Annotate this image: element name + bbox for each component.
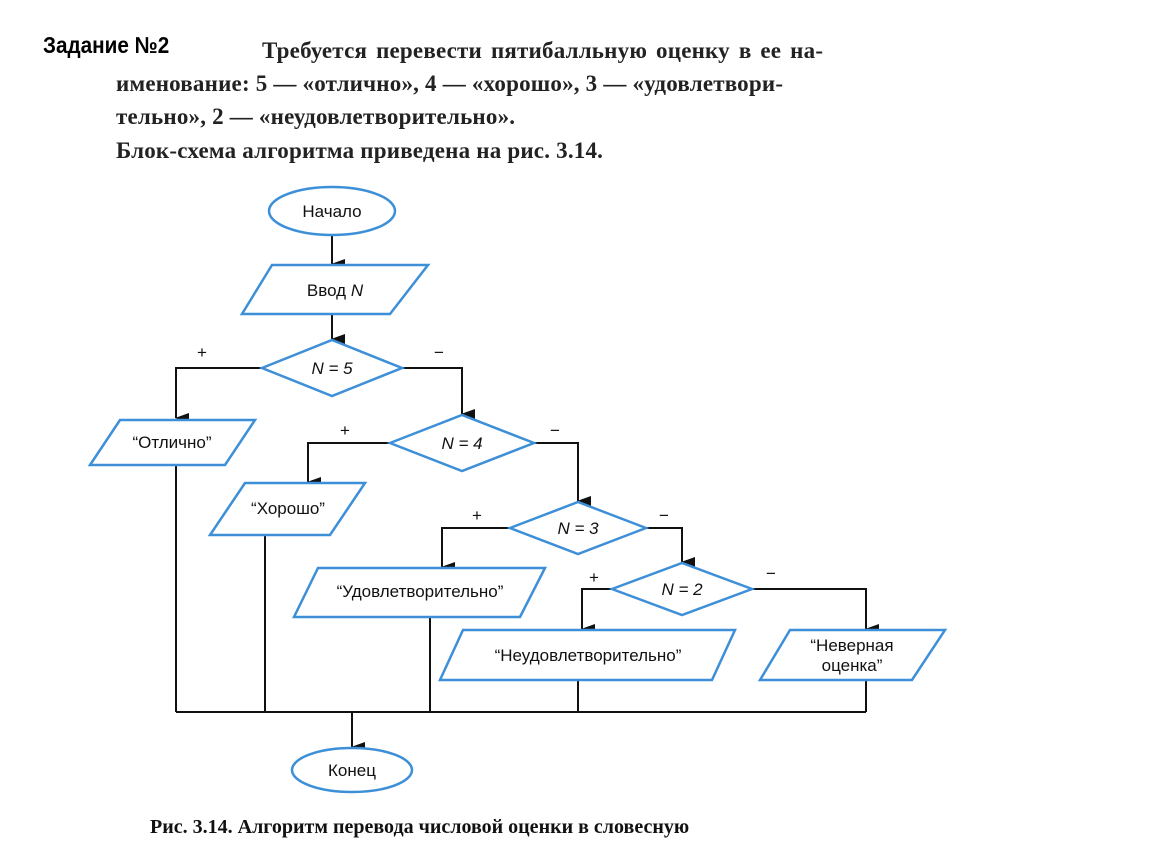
cond3-no-label: − [659,506,669,525]
task-text-line-4: Блок-схема алгоритма приведена на рис. 3… [116,138,604,163]
arrow-cond4-no [534,442,591,506]
figure-number: Рис. 3.14. [150,816,233,838]
output-good-label: “Хорошо” [251,499,325,518]
cond4-yes-label: + [340,421,350,440]
figure-caption-text: Алгоритм перевода числовой оценки в слов… [237,816,690,838]
decision-n5-label: N = 5 [311,359,353,378]
cond2-no-label: − [766,564,776,583]
start-label: Начало [302,202,361,221]
task-text-line-2: именование: 5 — «отлично», 4 — «хорошо»,… [116,71,784,96]
start-terminal: Начало [267,185,397,237]
decision-n2-label: N = 2 [661,580,703,599]
decision-n4-label: N = 4 [441,434,482,453]
decision-n3: N = 3 [506,500,650,556]
task-text-line-3: тельно», 2 — «неудовлетворительно». [116,104,516,129]
end-label: Конец [328,761,376,780]
arrow-cond3-no [646,527,695,567]
output-excellent-label: “Отлично” [132,433,211,452]
decision-n3-label: N = 3 [557,519,599,538]
cond3-yes-label: + [472,506,482,525]
output-excellent: “Отлично” [87,418,258,467]
input-label: Ввод [307,281,346,300]
decision-n2: N = 2 [608,561,756,617]
input-variable: N [351,281,364,300]
output-invalid-label-2: оценка” [822,656,883,675]
decision-n4: N = 4 [386,413,538,473]
cond4-no-label: − [550,421,560,440]
decision-n5: N = 5 [258,338,406,398]
arrow-cond4-yes [307,442,390,487]
end-terminal: Конец [290,746,414,794]
output-satisfactory-label: “Удовлетворительно” [337,582,504,601]
svg-text:Ввод N: Ввод N [307,281,364,300]
task-label: Задание №2 [43,32,170,58]
output-good: “Хорошо” [207,481,368,537]
task-text-line-1: Требуется перевести пятибалльную оценку … [262,38,824,63]
cond5-no-label: − [434,343,444,362]
output-satisfactory: “Удовлетворительно” [291,566,548,619]
connectors [175,235,879,752]
output-invalid-label-1: “Неверная [810,636,893,655]
output-invalid: “Неверная оценка” [757,628,948,682]
arrow-cond2-no [752,588,879,634]
arrow-cond2-yes [581,588,612,634]
arrow-cond3-yes [441,527,510,572]
figure-caption: Рис. 3.14. Алгоритм перевода числовой оц… [150,816,689,839]
arrow-cond5-yes [175,367,262,423]
output-unsatisfactory-label: “Неудовлетворительно” [495,646,682,665]
arrow-cond5-no [402,367,475,419]
output-unsatisfactory: “Неудовлетворительно” [438,628,737,682]
cond5-yes-label: + [197,343,207,362]
input-block: Ввод N [239,263,431,316]
cond2-yes-label: + [589,568,599,587]
